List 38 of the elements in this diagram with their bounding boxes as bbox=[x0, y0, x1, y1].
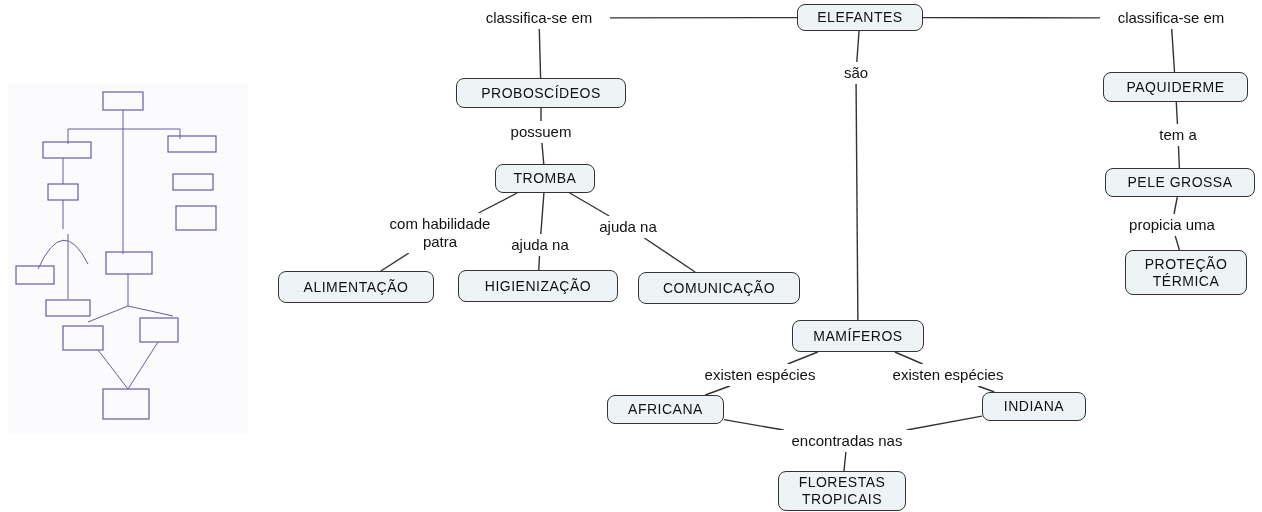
connector-line bbox=[541, 142, 545, 165]
concept-box: AFRICANA bbox=[607, 395, 724, 424]
connector-line bbox=[380, 252, 410, 272]
connector-line bbox=[1171, 28, 1176, 73]
connector-line bbox=[843, 451, 847, 472]
concept-box: PROTEÇÃO TÉRMICA bbox=[1125, 250, 1247, 295]
connector-line bbox=[723, 418, 785, 431]
concept-box: PELE GROSSA bbox=[1105, 168, 1255, 197]
concept-box: ELEFANTES bbox=[797, 4, 923, 31]
connector-line bbox=[905, 415, 983, 431]
concept-box: PAQUIDERME bbox=[1103, 72, 1248, 102]
connector-line bbox=[540, 192, 545, 235]
concept-box: HIGIENIZAÇÃO bbox=[458, 270, 618, 302]
connector-line bbox=[855, 83, 859, 321]
connector-line bbox=[1175, 101, 1179, 125]
concept-box: PROBOSCÍDEOS bbox=[456, 78, 626, 108]
concept-box: FLORESTAS TROPICAIS bbox=[778, 471, 906, 511]
connector-line bbox=[1174, 235, 1181, 251]
connector-line bbox=[477, 192, 518, 214]
connector-line bbox=[540, 107, 542, 122]
connector-line bbox=[704, 385, 731, 396]
connector-line bbox=[894, 351, 924, 365]
concept-box: ALIMENTAÇÃO bbox=[278, 271, 434, 303]
connector-line bbox=[922, 16, 1101, 19]
connector-line bbox=[1177, 145, 1181, 169]
concept-box: MAMÍFEROS bbox=[792, 320, 924, 352]
connector-line bbox=[1173, 196, 1178, 215]
connector-line bbox=[977, 385, 996, 393]
connector-line bbox=[643, 237, 696, 273]
concept-box: INDIANA bbox=[982, 392, 1086, 421]
connector-line bbox=[786, 351, 819, 365]
concept-box: COMUNICAÇÃO bbox=[638, 272, 800, 304]
connector-line bbox=[538, 28, 542, 79]
concept-box: TROMBA bbox=[495, 164, 595, 193]
connector-line bbox=[856, 30, 860, 63]
connector-line bbox=[569, 192, 610, 217]
connector-line bbox=[609, 16, 798, 19]
connector-line bbox=[538, 255, 541, 271]
